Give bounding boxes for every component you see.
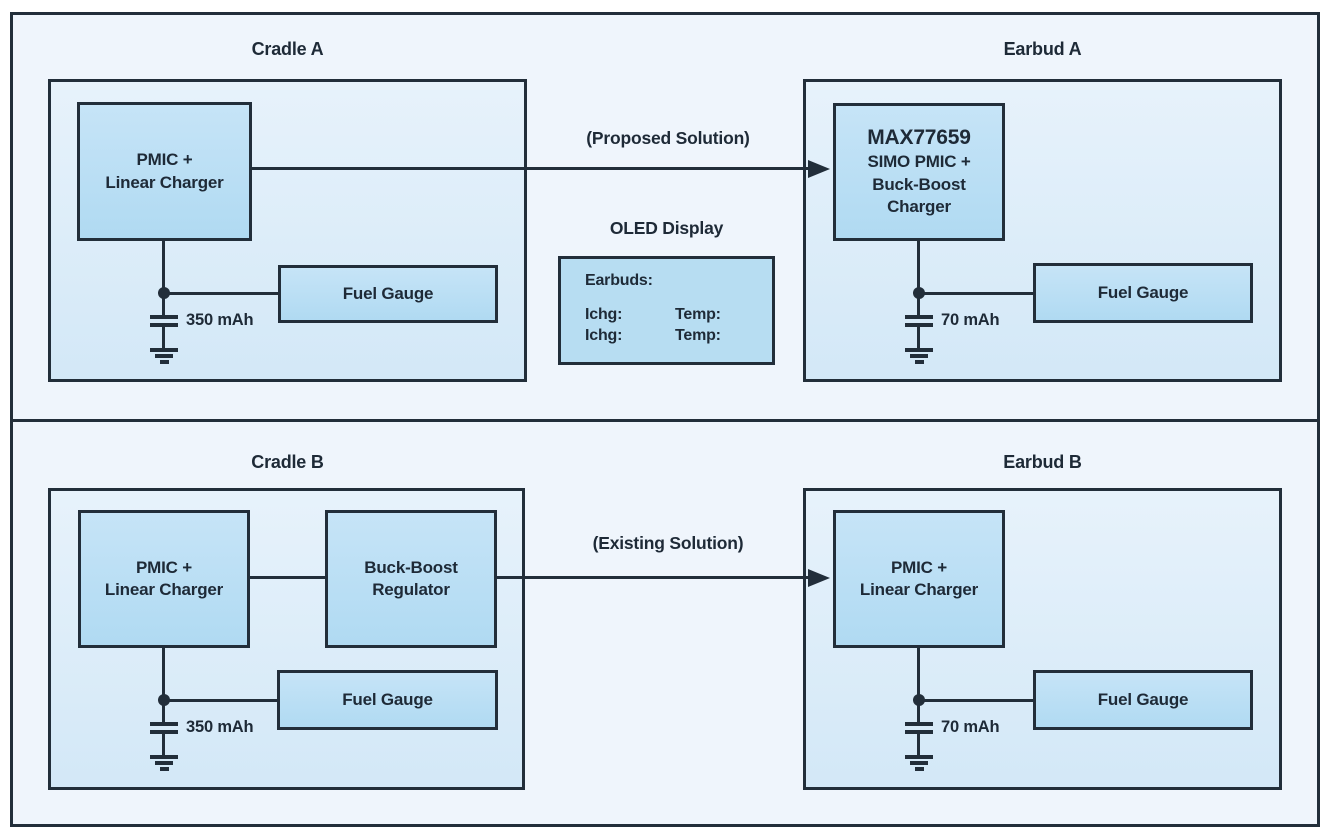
earbud-a-fuel-gauge-block: Fuel Gauge (1033, 263, 1253, 323)
cradle-b-battery-capacity-label: 350 mAh (186, 718, 254, 736)
earbud-a-capacitor-plate-bottom (905, 323, 933, 327)
earbud-a-capacitor-plate-top (905, 315, 933, 319)
fuel-gauge-label: Fuel Gauge (342, 689, 433, 709)
pmic-to-regulator-wire (250, 576, 325, 579)
earbud-b-pmic-block: PMIC + Linear Charger (833, 510, 1005, 648)
earbud-a-fuel-gauge-wire (919, 292, 1033, 295)
pmic-label-line2: Linear Charger (104, 580, 224, 599)
earbud-a-battery-capacity-label: 70 mAh (941, 311, 1000, 329)
cradle-a-fuel-gauge-block: Fuel Gauge (278, 265, 498, 323)
proposed-solution-arrow-line (252, 167, 810, 170)
cradle-b-fuel-gauge-wire (164, 699, 277, 702)
cradle-b-regulator-block: Buck-Boost Regulator (325, 510, 497, 648)
earbud-b-ground-bar3 (915, 767, 924, 771)
earbud-a-title: Earbud A (1003, 39, 1082, 59)
cradle-a-capacitor-plate-bottom (150, 323, 178, 327)
cradle-a-battery-wire (162, 241, 165, 293)
earbud-b-title: Earbud B (1003, 452, 1082, 472)
oled-display-title: OLED Display (609, 218, 724, 238)
regulator-label-line1: Buck-Boost (364, 557, 458, 577)
cradle-a-cap-wire (162, 293, 165, 315)
fuel-gauge-label: Fuel Gauge (1097, 282, 1189, 302)
cradle-b-ground-bar2 (155, 761, 173, 765)
cradle-b-battery-wire (162, 648, 165, 700)
cradle-b-capacitor-plate-top (150, 722, 178, 726)
proposed-solution-label: (Proposed Solution) (586, 128, 750, 148)
earbud-a-ground-wire (917, 327, 920, 348)
oled-ichg-label-2: Ichg: (585, 327, 623, 344)
existing-solution-arrowhead (808, 569, 830, 587)
earbud-b-ground-wire (917, 734, 920, 755)
earbud-b-fuel-gauge-block: Fuel Gauge (1033, 670, 1253, 730)
regulator-label-line2: Regulator (372, 580, 450, 599)
cradle-a-capacitor-plate-top (150, 315, 178, 319)
cradle-a-ground-wire (162, 327, 165, 348)
oled-display-box: Earbuds: Ichg: Temp: Ichg: Temp: (558, 256, 775, 365)
cradle-a-ground-bar3 (160, 360, 169, 364)
cradle-b-ground-bar3 (160, 767, 169, 771)
pmic-label-line1: PMIC + (891, 557, 947, 577)
earbud-a-battery-wire (917, 241, 920, 293)
earbud-b-fuel-gauge-wire (919, 699, 1033, 702)
earbud-b-battery-wire (917, 648, 920, 700)
cradle-b-capacitor-plate-bottom (150, 730, 178, 734)
buck-boost-label: Buck-Boost (872, 174, 966, 194)
oled-ichg-label-1: Ichg: (585, 306, 623, 323)
pmic-label-line2: Linear Charger (859, 580, 979, 599)
earbud-b-battery-capacity-label: 70 mAh (941, 718, 1000, 736)
max77659-label: MAX77659 (867, 126, 971, 150)
cradle-a-fuel-gauge-wire (164, 292, 278, 295)
section-divider (10, 419, 1320, 422)
earbud-b-capacitor-plate-bottom (905, 730, 933, 734)
pmic-label-line1: PMIC + (136, 557, 192, 577)
proposed-solution-arrowhead (808, 160, 830, 178)
cradle-b-fuel-gauge-block: Fuel Gauge (277, 670, 498, 730)
earbud-b-capacitor-plate-top (905, 722, 933, 726)
fuel-gauge-label: Fuel Gauge (1097, 689, 1189, 709)
cradle-b-ground-bar1 (150, 755, 178, 759)
fuel-gauge-label: Fuel Gauge (342, 283, 434, 303)
earbud-a-ground-bar3 (915, 360, 924, 364)
cradle-b-ground-wire (162, 734, 165, 755)
earbud-a-ground-bar2 (910, 354, 928, 358)
charger-label: Charger (887, 197, 951, 217)
pmic-label-line1: PMIC + (136, 150, 193, 170)
earbud-b-cap-wire (917, 700, 920, 722)
earbud-a-ground-bar1 (905, 348, 933, 352)
earbud-b-ground-bar2 (910, 761, 928, 765)
earbud-b-ground-bar1 (905, 755, 933, 759)
cradle-b-pmic-block: PMIC + Linear Charger (78, 510, 250, 648)
cradle-a-title: Cradle A (251, 39, 324, 59)
oled-earbuds-label: Earbuds: (585, 272, 653, 289)
cradle-a-battery-capacity-label: 350 mAh (186, 311, 254, 329)
earbud-a-max77659-block: MAX77659 SIMO PMIC + Buck-Boost Charger (833, 103, 1005, 241)
earbud-a-cap-wire (917, 293, 920, 315)
existing-solution-arrow-line (497, 576, 810, 579)
simo-pmic-label: SIMO PMIC + (867, 152, 971, 172)
cradle-a-ground-bar2 (155, 354, 173, 358)
oled-temp-label-2: Temp: (675, 327, 721, 344)
cradle-a-ground-bar1 (150, 348, 178, 352)
existing-solution-label: (Existing Solution) (592, 533, 744, 553)
cradle-b-title: Cradle B (251, 452, 324, 472)
oled-temp-label-1: Temp: (675, 306, 721, 323)
pmic-label-line2: Linear Charger (105, 172, 224, 192)
cradle-b-cap-wire (162, 700, 165, 722)
cradle-a-pmic-block: PMIC + Linear Charger (77, 102, 252, 241)
